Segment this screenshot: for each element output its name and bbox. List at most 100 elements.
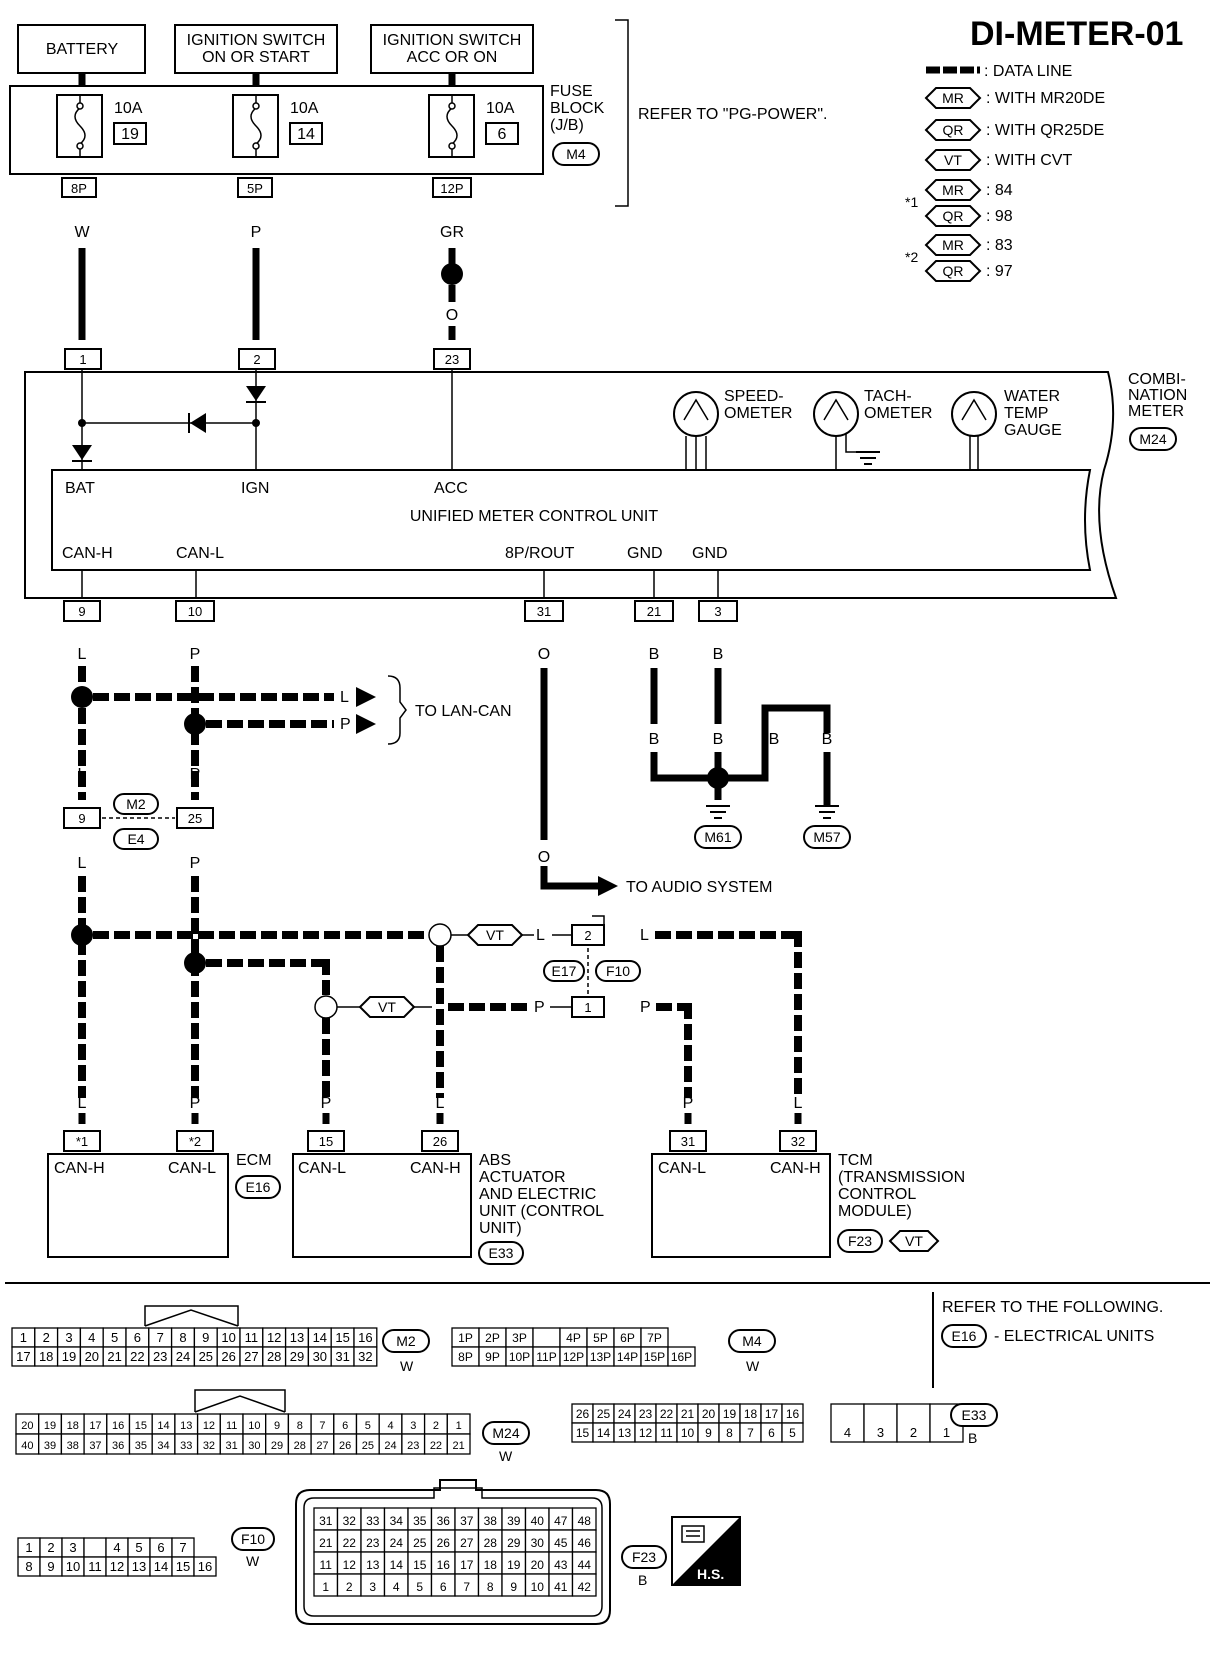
connector-pin-label: 13 bbox=[366, 1558, 380, 1572]
connector-pin-label: 12P bbox=[563, 1350, 584, 1364]
connector-pin-label: 23 bbox=[407, 1440, 419, 1452]
connector-pin-label: 31 bbox=[226, 1440, 238, 1452]
connector-pin-label: 16 bbox=[112, 1420, 124, 1432]
connector-pin-label: 19 bbox=[507, 1558, 521, 1572]
svg-text:L: L bbox=[78, 855, 87, 872]
svg-text:IGN: IGN bbox=[241, 480, 269, 497]
svg-text:B: B bbox=[713, 646, 724, 663]
svg-text:COMBI-: COMBI- bbox=[1128, 371, 1186, 388]
legend: : DATA LINE MR : WITH MR20DE QR : WITH Q… bbox=[905, 63, 1105, 282]
svg-text:NATION: NATION bbox=[1128, 387, 1187, 404]
connector-pin-label: 18 bbox=[39, 1349, 53, 1364]
connector-pin-label: 1 bbox=[25, 1540, 32, 1555]
connector-pin-label: 14 bbox=[154, 1559, 168, 1574]
connector-pin-label: 33 bbox=[366, 1514, 380, 1528]
connector-pin-label: 3P bbox=[512, 1331, 527, 1345]
svg-text:VT: VT bbox=[486, 927, 504, 943]
connector-pin-label: 28 bbox=[267, 1349, 281, 1364]
refer-following: REFER TO THE FOLLOWING. bbox=[942, 1299, 1163, 1316]
fuse-14: 10A 14 bbox=[232, 94, 323, 158]
connector-pin-label: 9P bbox=[485, 1350, 500, 1364]
can-lines: L P L P TO LAN-CAN L P 9 25 M2 E4 L P VT… bbox=[63, 646, 803, 1124]
svg-text:TEMP: TEMP bbox=[1004, 405, 1048, 422]
connector-pin-label: 24 bbox=[390, 1536, 404, 1550]
to-audio-system: TO AUDIO SYSTEM bbox=[626, 879, 772, 896]
connector-pin-label: 36 bbox=[112, 1440, 124, 1452]
connector-pin-label: 7 bbox=[157, 1330, 164, 1345]
svg-text:OMETER: OMETER bbox=[864, 405, 932, 422]
svg-text:MODULE): MODULE) bbox=[838, 1203, 912, 1220]
svg-text:ABS: ABS bbox=[479, 1152, 511, 1169]
connector-pin-label: 11 bbox=[245, 1330, 259, 1345]
svg-text:*2: *2 bbox=[189, 1134, 201, 1149]
svg-text:TCM: TCM bbox=[838, 1152, 873, 1169]
svg-text:P: P bbox=[534, 999, 545, 1016]
connector-pin-label: 3 bbox=[877, 1425, 884, 1440]
connector-pin-label: 17 bbox=[89, 1420, 101, 1432]
connector-pin-label: 5 bbox=[365, 1420, 371, 1432]
connector-pin-label: 2 bbox=[346, 1580, 353, 1594]
connector-pin-label: 10 bbox=[681, 1426, 695, 1440]
ignition-switch-acc-on: IGNITION SWITCH ACC OR ON bbox=[370, 24, 534, 74]
connector-pin-label: 7 bbox=[179, 1540, 186, 1555]
svg-text:L: L bbox=[794, 1095, 803, 1112]
svg-text:E17: E17 bbox=[552, 963, 577, 979]
connector-pin-label: 19 bbox=[44, 1420, 56, 1432]
svg-text:O: O bbox=[538, 849, 550, 866]
connector-pin-label: 41 bbox=[554, 1580, 568, 1594]
connector-pin-label: 18 bbox=[744, 1407, 758, 1421]
svg-text:VT: VT bbox=[378, 999, 396, 1015]
connector-pin-label: 17 bbox=[765, 1407, 779, 1421]
connector-pin-label: 26 bbox=[221, 1349, 235, 1364]
svg-text:GND: GND bbox=[692, 545, 728, 562]
connector-cell bbox=[193, 1556, 217, 1577]
connector-pin-label: 11 bbox=[660, 1426, 673, 1440]
connector-pin-label: 2 bbox=[43, 1330, 50, 1345]
svg-text:(J/B): (J/B) bbox=[550, 117, 584, 134]
connector-pin-label: 10 bbox=[221, 1330, 235, 1345]
connector-pin-label: 28 bbox=[294, 1440, 306, 1452]
svg-text:QR: QR bbox=[943, 122, 964, 138]
ground-lines: B B B B B B M61 M57 bbox=[649, 646, 851, 849]
svg-text:METER: METER bbox=[1128, 403, 1184, 420]
diagram-title: DI-METER-01 bbox=[970, 15, 1183, 53]
connector-pin-label: 12 bbox=[110, 1559, 124, 1574]
svg-text:ON OR START: ON OR START bbox=[202, 49, 310, 66]
connector-pin-label: 25 bbox=[362, 1440, 374, 1452]
connector-pin-label: 4 bbox=[844, 1425, 851, 1440]
svg-text:W: W bbox=[400, 1358, 414, 1374]
connector-pin-label: 24 bbox=[176, 1349, 190, 1364]
svg-text:: 97: : 97 bbox=[986, 263, 1013, 280]
svg-text:10: 10 bbox=[188, 604, 202, 619]
connector-pin-label: 39 bbox=[507, 1514, 521, 1528]
connector-pin-label: 47 bbox=[554, 1514, 568, 1528]
svg-text:W: W bbox=[74, 224, 90, 241]
connector-pin-label: 20 bbox=[702, 1407, 716, 1421]
svg-text:B: B bbox=[649, 731, 660, 748]
connector-pin-label: 45 bbox=[554, 1536, 568, 1550]
svg-text:10A: 10A bbox=[290, 100, 319, 117]
svg-text:CAN-L: CAN-L bbox=[298, 1160, 346, 1177]
connector-pin-label: 6P bbox=[620, 1331, 635, 1345]
svg-text:W: W bbox=[746, 1358, 760, 1374]
connector-pin-label: 31 bbox=[335, 1349, 349, 1364]
svg-text:CAN-H: CAN-H bbox=[62, 545, 113, 562]
connector-pin-label: 15 bbox=[335, 1330, 349, 1345]
connector-pin-label: 2P bbox=[485, 1331, 500, 1345]
svg-text:P: P bbox=[190, 766, 201, 783]
connector-pin-label: 2 bbox=[433, 1420, 439, 1432]
svg-text:10A: 10A bbox=[486, 100, 515, 117]
svg-text:FUSE: FUSE bbox=[550, 83, 593, 100]
connector-pin-label: 15 bbox=[413, 1558, 427, 1572]
connector-pin-label: 5 bbox=[111, 1330, 118, 1345]
connector-pin-label: 7 bbox=[319, 1420, 325, 1432]
connector-pin-label: 1 bbox=[943, 1425, 950, 1440]
svg-text:ACC: ACC bbox=[434, 480, 468, 497]
svg-text:MR: MR bbox=[942, 182, 964, 198]
connector-pin-label: 23 bbox=[639, 1407, 653, 1421]
connector-pin-label: 17 bbox=[16, 1349, 30, 1364]
connector-pin-label: 5 bbox=[416, 1580, 423, 1594]
